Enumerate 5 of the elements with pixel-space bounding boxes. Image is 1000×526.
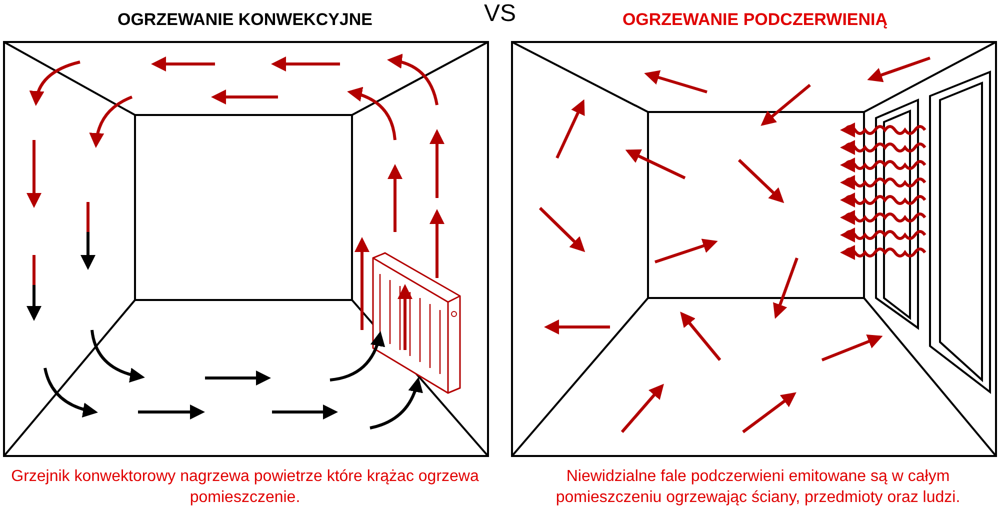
caption-text: Niewidzialne fale podczerwieni emitowane są w całym pomieszczeniu ogrzewając ściany, przedmioty oraz ludzi. [554, 467, 962, 508]
versus-label: VS [482, 0, 517, 28]
panel-heading: OGRZEWANIE PODCZERWIENIĄ [621, 10, 889, 30]
panel-heading: OGRZEWANIE KONWEKCYJNE [116, 10, 374, 30]
caption-text: Grzejnik konwektorowy nagrzewa powietrze które krążac ogrzewa pomieszczenie. [10, 467, 480, 508]
